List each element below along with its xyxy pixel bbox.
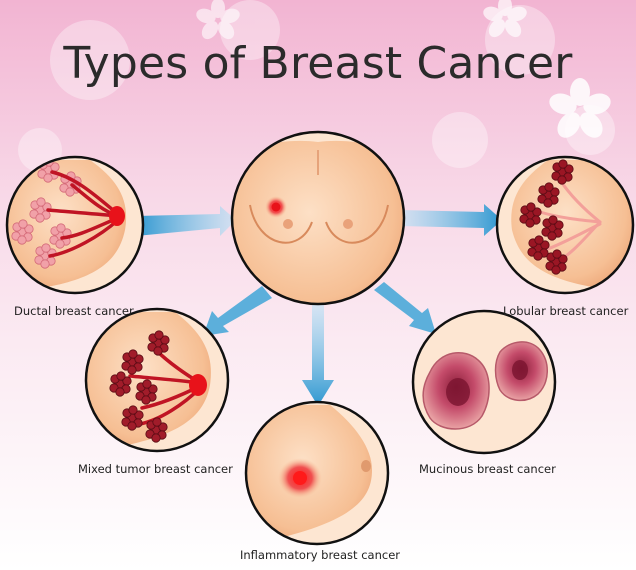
page-title: Types of Breast Cancer [0, 38, 636, 89]
label-inflammatory: Inflammatory breast cancer [240, 548, 400, 562]
lobular-circle [497, 157, 633, 293]
mucinous-circle [413, 311, 555, 453]
mixed-circle [86, 309, 228, 452]
label-lobular: Lobular breast cancer [503, 304, 628, 318]
inflammatory-circle [246, 402, 388, 545]
label-mixed: Mixed tumor breast cancer [78, 462, 233, 476]
label-ductal: Ductal breast cancer [14, 304, 134, 318]
ductal-circle [7, 157, 143, 293]
label-mucinous: Mucinous breast cancer [419, 462, 556, 476]
